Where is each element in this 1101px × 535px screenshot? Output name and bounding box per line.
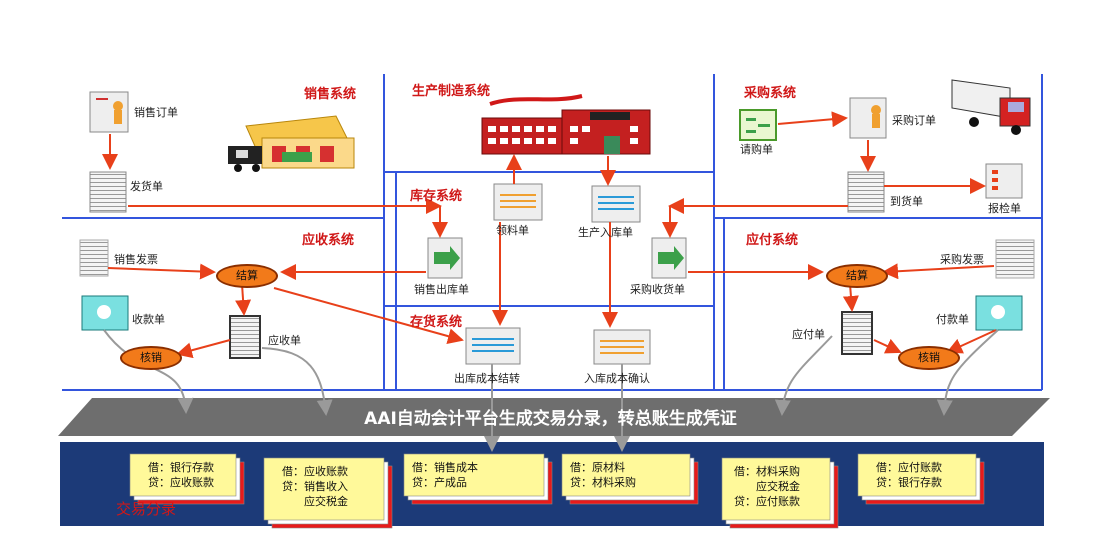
title-inventory-system: 库存系统 <box>410 189 463 204</box>
journal-entry: 借：材料采购 应交税金 贷：应付账款 <box>734 464 800 509</box>
doc-sales-invoice-icon <box>79 239 109 277</box>
doc-requisition-icon <box>739 109 777 141</box>
label-inspection: 报检单 <box>988 202 1021 215</box>
doc-material-req-icon <box>493 183 543 221</box>
doc-payment-icon <box>975 295 1023 331</box>
note-sheet <box>561 453 691 497</box>
journal-note-stacks <box>129 453 985 529</box>
doc-purchase-receipt-icon <box>651 237 687 279</box>
title-payable-system: 应付系统 <box>746 233 799 248</box>
label-payment: 付款单 <box>936 313 969 326</box>
entry-line: 贷：产成品 <box>412 476 467 489</box>
title-purchase-system: 采购系统 <box>744 86 797 101</box>
title-production-system: 生产制造系统 <box>412 84 491 99</box>
label-requisition: 请购单 <box>740 143 773 156</box>
aai-banner-band <box>58 398 1050 436</box>
journal-title: 交易分录 <box>116 500 177 518</box>
title-stock-system: 存货系统 <box>410 315 463 330</box>
label-in-cost: 入库成本确认 <box>584 372 650 385</box>
settle-node-right: 结算 <box>826 264 888 288</box>
writeoff-node-left: 核销 <box>120 346 182 370</box>
entry-line: 应交税金 <box>282 495 348 508</box>
warehouse-icon <box>245 115 355 169</box>
entry-line: 借：原材料 <box>570 461 625 474</box>
title-sales-system: 销售系统 <box>304 87 357 102</box>
aai-banner-text: AAI自动会计平台生成交易分录，转总账生成凭证 <box>364 409 737 429</box>
label-arrival: 到货单 <box>890 195 923 208</box>
doc-sales-order-icon <box>89 91 129 133</box>
doc-out-cost-icon <box>465 327 521 365</box>
label-purchase-receipt: 采购收货单 <box>630 283 685 296</box>
truck-icon <box>228 146 262 172</box>
writeoff-node-right: 核销 <box>898 346 960 370</box>
system-dividers <box>62 74 1043 391</box>
doc-sales-out-icon <box>427 237 463 279</box>
semi-truck-icon <box>951 79 1031 135</box>
journal-entry: 借：销售成本 贷：产成品 <box>412 460 478 490</box>
entry-line: 借：应收账款 <box>282 465 348 478</box>
doc-receipt-icon <box>81 295 129 331</box>
label-purchase-order: 采购订单 <box>892 114 936 127</box>
doc-purchase-order-icon <box>849 97 887 139</box>
entry-line: 贷：材料采购 <box>570 476 636 489</box>
doc-delivery-icon <box>89 171 127 213</box>
label-payable-doc: 应付单 <box>792 328 825 341</box>
entry-line: 借：银行存款 <box>148 461 214 474</box>
note-sheet <box>857 453 977 497</box>
doc-inspection-icon <box>985 163 1023 199</box>
entry-line: 借：应付账款 <box>876 461 942 474</box>
doc-production-in-icon <box>591 185 641 223</box>
note-sheet <box>721 457 831 521</box>
factory-icon <box>481 94 651 155</box>
note-sheet <box>129 453 237 497</box>
doc-receivable-icon <box>229 315 261 359</box>
entry-line: 贷：销售收入 <box>282 480 348 493</box>
doc-purchase-invoice-icon <box>995 239 1035 279</box>
doc-in-cost-icon <box>593 329 651 365</box>
journal-entry: 借：原材料 贷：材料采购 <box>570 460 636 490</box>
title-receivable-system: 应收系统 <box>302 233 355 248</box>
label-out-cost: 出库成本结转 <box>454 372 520 385</box>
entry-line: 贷：应收账款 <box>148 476 214 489</box>
label-sales-invoice: 销售发票 <box>114 253 158 266</box>
journal-entry: 借：银行存款 贷：应收账款 <box>148 460 214 490</box>
label-receivable-doc: 应收单 <box>268 334 301 347</box>
entry-line: 贷：应付账款 <box>734 495 800 508</box>
journal-arrows <box>103 329 999 452</box>
label-delivery: 发货单 <box>130 180 163 193</box>
entry-line: 贷：银行存款 <box>876 476 942 489</box>
doc-arrival-icon <box>847 171 885 213</box>
note-sheet <box>263 457 385 521</box>
entry-line: 借：销售成本 <box>412 461 478 474</box>
flow-arrows <box>102 111 997 359</box>
label-purchase-invoice: 采购发票 <box>940 253 984 266</box>
label-receipt: 收款单 <box>132 313 165 326</box>
doc-payable-icon <box>841 311 873 355</box>
settle-node-left: 结算 <box>216 264 278 288</box>
label-sales-out: 销售出库单 <box>414 283 469 296</box>
label-sales-order: 销售订单 <box>134 106 178 119</box>
label-material-req: 领料单 <box>496 224 529 237</box>
entry-line: 借：材料采购 <box>734 465 800 478</box>
journal-entry: 借：应付账款 贷：银行存款 <box>876 460 942 490</box>
label-production-in: 生产入库单 <box>578 226 633 239</box>
note-sheet <box>403 453 545 497</box>
journal-entry: 借：应收账款 贷：销售收入 应交税金 <box>282 464 348 509</box>
entry-line: 应交税金 <box>734 480 800 493</box>
